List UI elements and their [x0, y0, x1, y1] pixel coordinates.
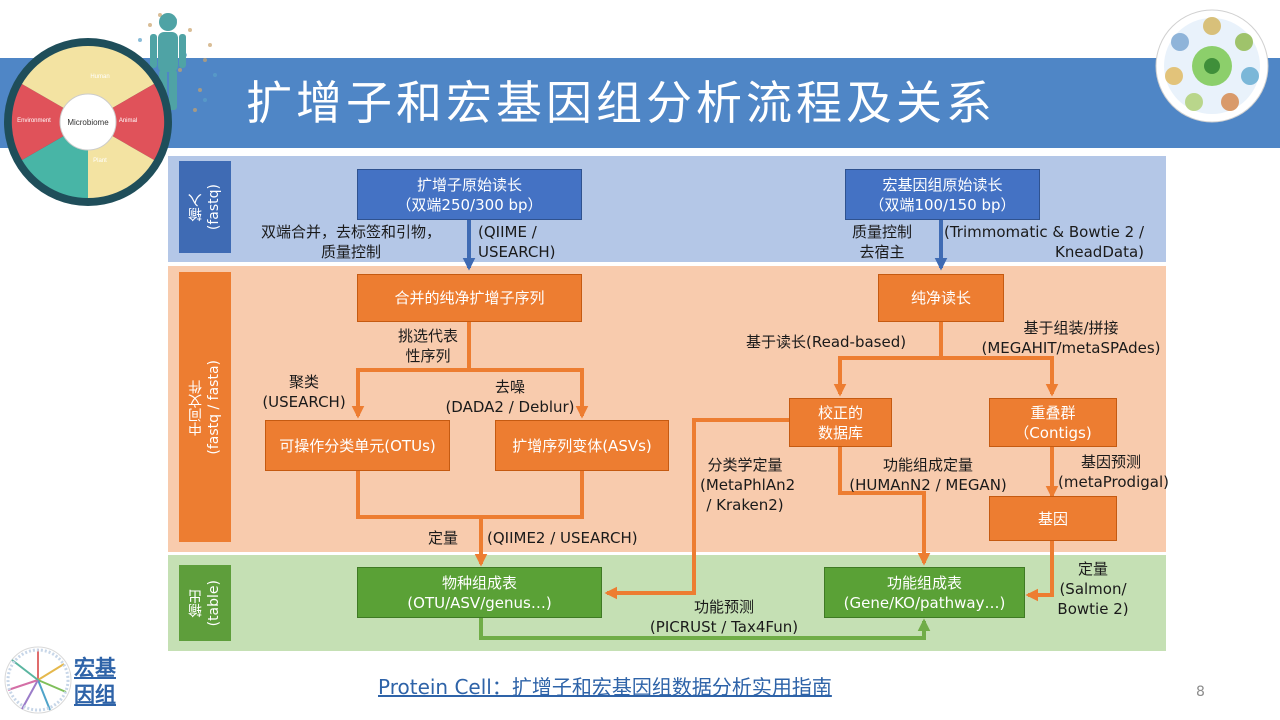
contigs-box: 重叠群 （Contigs) [989, 398, 1117, 447]
otus-down-line [356, 471, 481, 519]
reference-link[interactable]: Protein Cell：扩增子和宏基因组数据分析实用指南 [378, 675, 832, 699]
genes-to-function-arrow [1025, 541, 1054, 602]
species-table-box: 物种组成表 (OTU/ASV/genus…) [357, 567, 602, 618]
taxonomy-quant-label: 分类学定量 (MetaPhlAn2 / Kraken2) [700, 456, 796, 514]
denoise-arrow [469, 368, 589, 419]
title-banner [0, 58, 1280, 148]
read-based-arrow [833, 356, 941, 397]
genes-box: 基因 [989, 496, 1117, 541]
input-section-label: 输入 (fastq) [179, 161, 231, 253]
pair-merge-label: 双端合并，去标签和引物， 质量控制 [260, 223, 441, 261]
gene-prediction-label: 基因预测 (metaProdigal) [1058, 453, 1169, 491]
function-prediction-arrow [479, 618, 931, 640]
denoise-label: 去噪 (DADA2 / Deblur) [445, 378, 575, 416]
page-number: 8 [1196, 684, 1205, 700]
microbiome-logo: Microbiome Human Animal Plant Environmen… [0, 0, 240, 210]
svg-text:Microbiome: Microbiome [67, 118, 109, 127]
pick-representative-label: 挑选代表 性序列 [397, 327, 458, 365]
quantify-left-label: 定量 [428, 529, 459, 547]
merged-clean-amplicon-box: 合并的纯净扩增子序列 [357, 274, 582, 322]
asvs-down-line [481, 471, 584, 519]
corrected-database-box: 校正的 数据库 [789, 398, 892, 447]
cluster-arrow [351, 368, 469, 419]
trimmomatic-label: (Trimmomatic & Bowtie 2 / KneadData) [944, 223, 1145, 261]
quantify-right-label: 定量 (Salmon/ Bowtie 2) [1057, 560, 1129, 618]
qiime2-label: (QIIME2 / USEARCH) [487, 529, 638, 547]
metagenome-raw-reads-box: 宏基因组原始读长 （双端100/150 bp） [845, 169, 1040, 220]
page-title: 扩增子和宏基因组分析流程及关系 [246, 76, 996, 130]
assembly-arrow [941, 356, 1059, 397]
function-quant-label: 功能组成定量 (HUMAnN2 / MEGAN) [849, 456, 1007, 494]
assembly-label: 基于组装/拼接 (MEGAHIT/metaSPAdes) [981, 319, 1161, 357]
clean-reads-box: 纯净读长 [878, 274, 1004, 322]
otus-box: 可操作分类单元(OTUs) [265, 420, 450, 471]
svg-text:Plant: Plant [93, 158, 107, 164]
qiime-usearch-label: (QIIME / USEARCH) [478, 223, 556, 261]
db-to-function-arrow [838, 447, 931, 566]
svg-text:Environment: Environment [17, 118, 51, 124]
read-based-label: 基于读长(Read-based) [746, 333, 907, 351]
function-table-box: 功能组成表 (Gene/KO/pathway…) [824, 567, 1025, 618]
svg-text:Animal: Animal [119, 118, 137, 124]
human-silhouette-icon [150, 13, 186, 110]
brand-text[interactable]: 宏基 因组 [74, 656, 116, 707]
cluster-label: 聚类 (USEARCH) [262, 373, 346, 411]
db-to-species-arrow [604, 418, 789, 600]
function-prediction-label: 功能预测 (PICRUSt / Tax4Fun) [649, 598, 799, 636]
brand-tree-logo [2, 640, 74, 716]
svg-text:Human: Human [90, 74, 109, 80]
asvs-box: 扩增序列变体(ASVs) [495, 420, 669, 471]
qc-host-label: 质量控制 去宿主 [851, 223, 912, 261]
amplicon-raw-reads-box: 扩增子原始读长 （双端250/300 bp） [357, 169, 582, 220]
output-section-label: 输出 (table) [179, 565, 231, 641]
intermediate-section-label: 中间文件 (fastq / fasta) [179, 272, 231, 542]
right-badge-logo [1152, 6, 1272, 126]
